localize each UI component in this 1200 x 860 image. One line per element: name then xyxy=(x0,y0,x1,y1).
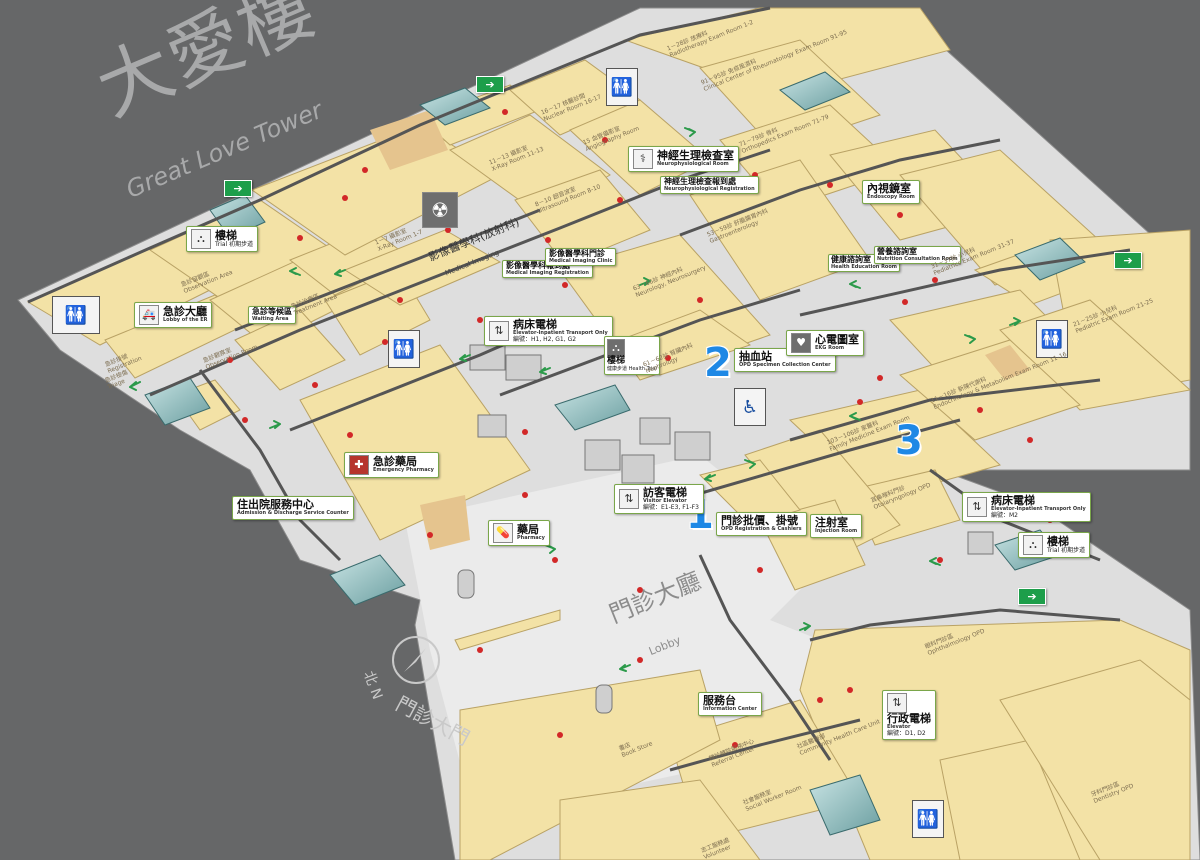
restroom-icon: 🚻 xyxy=(388,330,420,368)
restroom-icon: 🚻 xyxy=(52,296,100,334)
restroom-icon: 🚻 xyxy=(912,800,944,838)
stairs-icon: ⛬ xyxy=(191,229,211,249)
exit-sign-icon: ➔ xyxy=(1114,252,1142,269)
elevator-icon: ⇅ xyxy=(967,497,987,518)
marker-2[interactable]: 2 xyxy=(704,340,732,386)
marker-3[interactable]: 3 xyxy=(895,418,923,464)
elevator-icon: ⇅ xyxy=(489,321,509,342)
elevator-icon: ⇅ xyxy=(619,489,639,510)
imaging-label[interactable]: ☢ xyxy=(418,190,462,230)
heart-icon: ♥ xyxy=(791,333,811,353)
elevator-icon: ⇅ xyxy=(887,693,907,713)
exit-sign-icon: ➔ xyxy=(1018,588,1046,605)
restroom-icon: 🚻 xyxy=(606,68,638,106)
direction-arrows xyxy=(129,127,1021,672)
room-blocks xyxy=(26,7,1192,860)
stairs-icon: ⛬ xyxy=(607,339,625,357)
pill-icon: ✚ xyxy=(349,455,369,475)
stairs-mid-label[interactable]: ⛬ 樓梯 健康步道 Health Trial xyxy=(604,336,660,376)
ambulance-icon: 🚑 xyxy=(139,305,159,325)
pill-icon: 💊 xyxy=(493,523,513,543)
stairs-icon: ⛬ xyxy=(1023,535,1043,555)
xray-icon: ☢ xyxy=(422,192,458,228)
elevator-shafts xyxy=(457,344,994,714)
exit-sign-icon: ➔ xyxy=(476,76,504,93)
accessible-restroom-icon: ♿ xyxy=(734,388,766,426)
restroom-icon: 🚻 xyxy=(1036,320,1068,358)
exit-sign-icon: ➔ xyxy=(224,180,252,197)
brain-icon: ⚕ xyxy=(633,149,653,169)
compass-icon xyxy=(392,636,440,684)
